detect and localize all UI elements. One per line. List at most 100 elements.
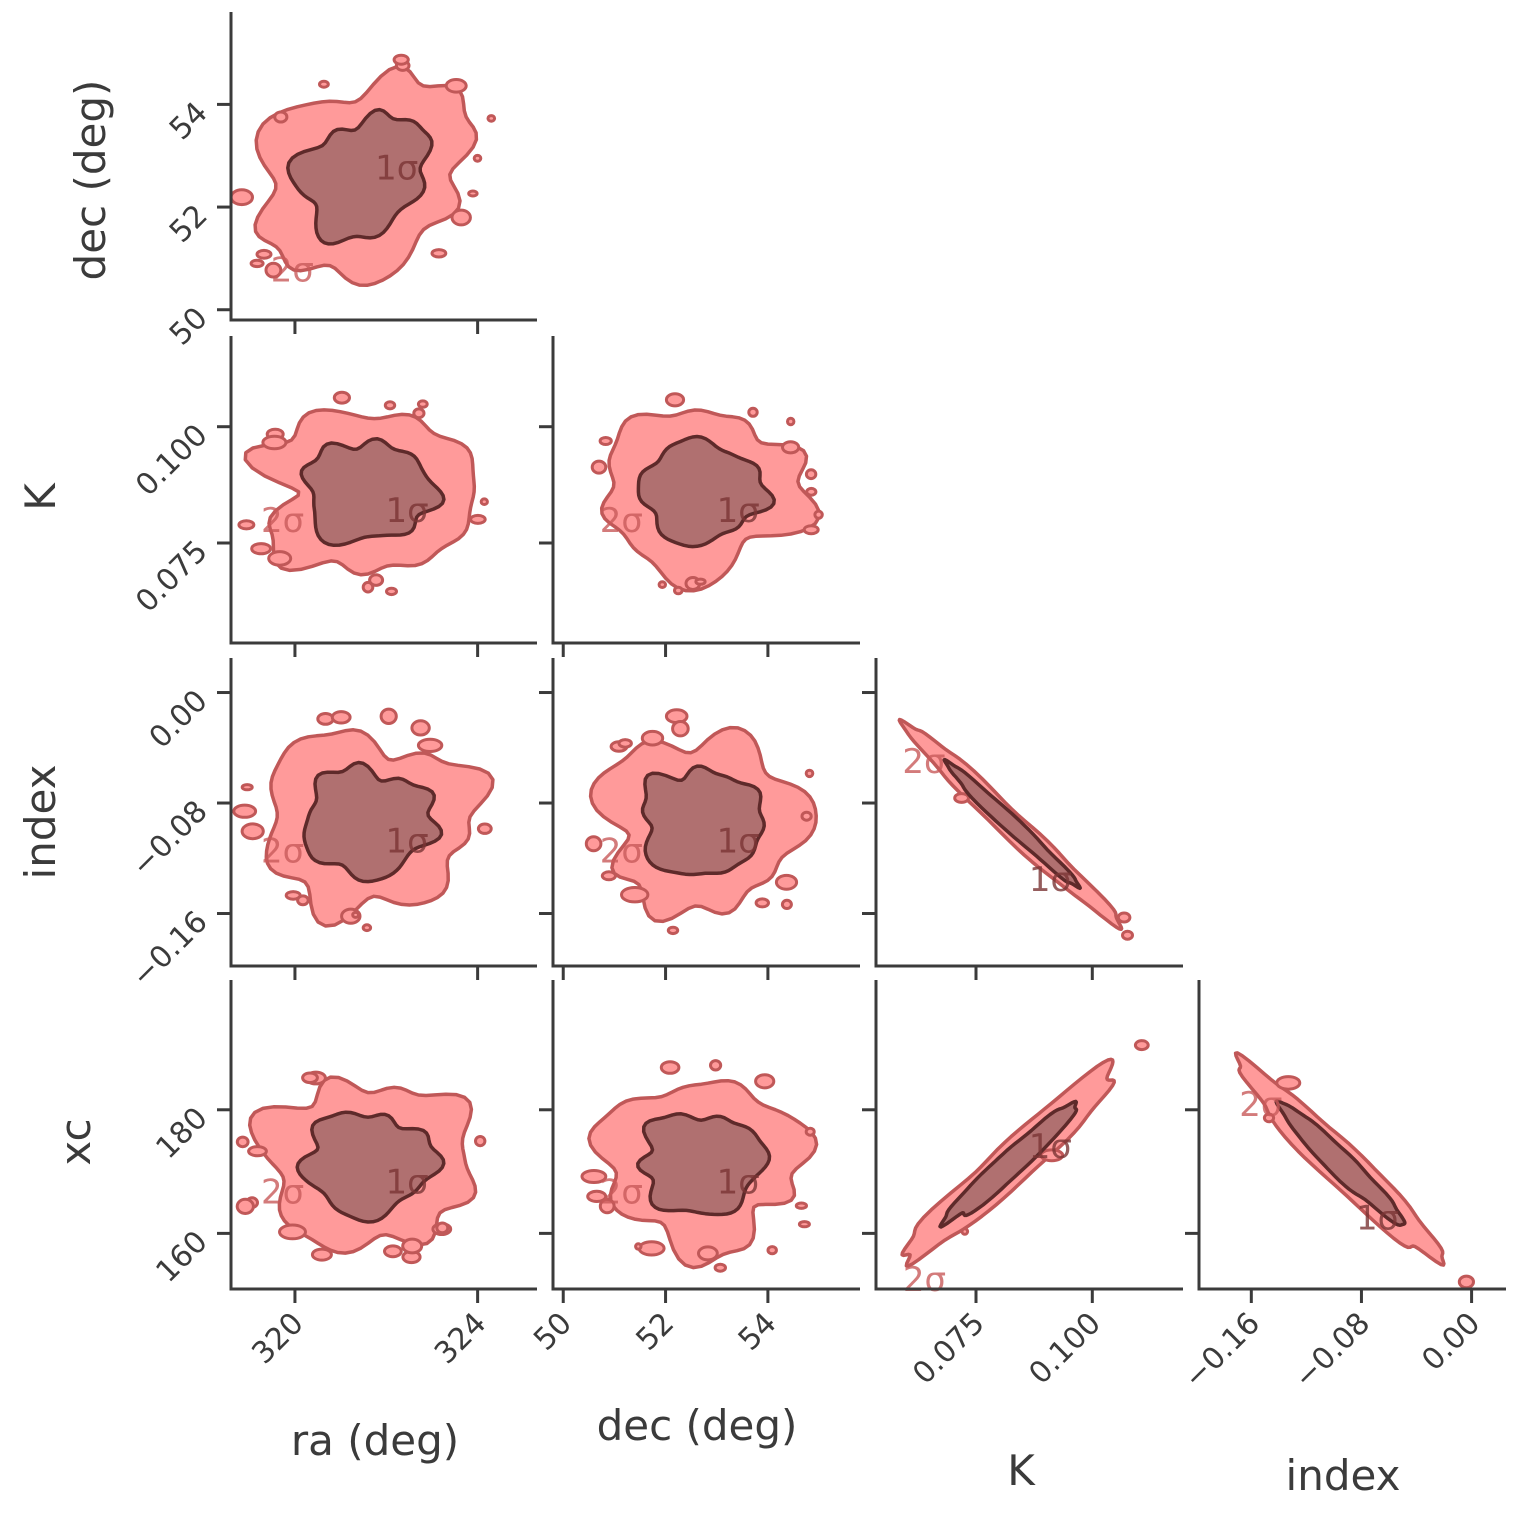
y-tick-label: 50 <box>163 301 215 353</box>
contour-island <box>664 392 686 408</box>
contour-island <box>586 1189 608 1204</box>
y-tick-label: 160 <box>149 1224 214 1289</box>
contour-island <box>813 509 824 520</box>
contour-island <box>450 208 472 227</box>
col-label-ra: ra (deg) <box>291 1416 459 1465</box>
x-tick-label: 54 <box>732 1306 784 1358</box>
contour-island <box>278 1223 307 1241</box>
row-label-k: K <box>16 482 65 511</box>
contour-island <box>416 399 429 409</box>
contour-island <box>351 910 361 919</box>
contour-island <box>249 258 265 269</box>
contour-label-1sigma: 1σ <box>386 821 429 861</box>
x-tick-label: −0.16 <box>1177 1306 1267 1396</box>
contour-island <box>469 513 487 525</box>
x-tick-label: 320 <box>245 1306 310 1371</box>
x-tick-label: 0.100 <box>1022 1306 1107 1391</box>
y-tick-label: −0.16 <box>125 904 215 994</box>
contour-label-1sigma: 1σ <box>717 1163 760 1203</box>
x-tick-label: 0.075 <box>906 1306 991 1391</box>
contour-island <box>474 1135 487 1148</box>
contour-label-2sigma: 2σ <box>600 831 643 871</box>
contour-island <box>383 400 397 411</box>
contour-island <box>430 248 448 259</box>
contour-island <box>1039 1148 1065 1163</box>
contour-island <box>1262 1112 1276 1124</box>
contour-island <box>673 585 684 596</box>
contour-island <box>229 188 255 207</box>
contour-island <box>805 486 818 497</box>
contour-island <box>754 1073 776 1090</box>
contour-island <box>794 1201 809 1210</box>
y-tick-label: 0.00 <box>143 683 215 755</box>
x-tick-label: −0.08 <box>1287 1306 1377 1396</box>
contour-island <box>412 407 426 420</box>
contour-island <box>774 873 799 891</box>
contour-island <box>598 1197 616 1215</box>
contour-1sigma <box>299 436 446 548</box>
contour-1sigma <box>286 107 434 246</box>
contour-island <box>659 1060 681 1075</box>
contour-label-2sigma: 2σ <box>1239 1085 1282 1125</box>
contour-1sigma <box>640 764 766 877</box>
contour-island <box>620 886 650 904</box>
y-tick-label: 54 <box>163 95 215 147</box>
contour-1sigma <box>942 757 1082 891</box>
contour-island <box>697 1245 719 1262</box>
col-label-k: K <box>1007 1446 1036 1495</box>
contour-island <box>435 1221 450 1235</box>
contour-island <box>1457 1274 1476 1290</box>
contour-island <box>666 925 680 936</box>
contour-island <box>960 1227 970 1236</box>
contour-1sigma <box>636 1112 772 1217</box>
contour-label-2sigma: 2σ <box>600 501 643 541</box>
col-label-dec: dec (deg) <box>597 1401 798 1450</box>
contour-1sigma <box>302 760 444 884</box>
contour-island <box>476 822 493 835</box>
contour-label-1sigma: 1σ <box>386 491 429 531</box>
contour-island <box>1275 1075 1302 1091</box>
contour-island <box>401 1237 424 1255</box>
contour-island <box>361 923 373 933</box>
contour-island <box>264 261 283 279</box>
contour-island <box>598 436 613 446</box>
contour-label-1sigma: 1σ <box>1029 1127 1072 1167</box>
contour-island <box>657 580 667 589</box>
contour-island <box>780 898 793 911</box>
x-tick-label: 52 <box>629 1306 681 1358</box>
contour-island <box>804 468 818 481</box>
contour-1sigma <box>938 1099 1079 1229</box>
contour-island <box>754 897 770 909</box>
contour-island <box>713 1262 727 1273</box>
contour-island <box>804 1126 816 1137</box>
x-tick-label: 50 <box>527 1306 579 1358</box>
row-label-xc: xc <box>51 1118 100 1165</box>
contour-island <box>235 1135 250 1149</box>
contour-label-2sigma: 2σ <box>261 501 304 541</box>
x-tick-label: 324 <box>428 1306 493 1371</box>
contour-island <box>747 406 759 418</box>
contour-island <box>383 1244 403 1259</box>
y-tick-label: 0.075 <box>129 534 214 619</box>
contour-1sigma <box>636 434 776 549</box>
contour-island <box>318 79 330 89</box>
contour-label-2sigma: 2σ <box>600 1173 643 1213</box>
contour-island <box>247 1145 268 1158</box>
contour-island <box>379 707 398 725</box>
contour-island <box>273 110 289 124</box>
contour-label-1sigma: 1σ <box>386 1163 429 1203</box>
contour-island <box>1133 1039 1150 1052</box>
contour-island <box>800 810 813 822</box>
contour-island <box>584 835 603 853</box>
y-tick-label: −0.08 <box>125 794 215 884</box>
axis-labels-layer: dec (deg) K index xc ra (deg) dec (deg) … <box>16 80 1400 1500</box>
contour-island <box>240 783 254 792</box>
